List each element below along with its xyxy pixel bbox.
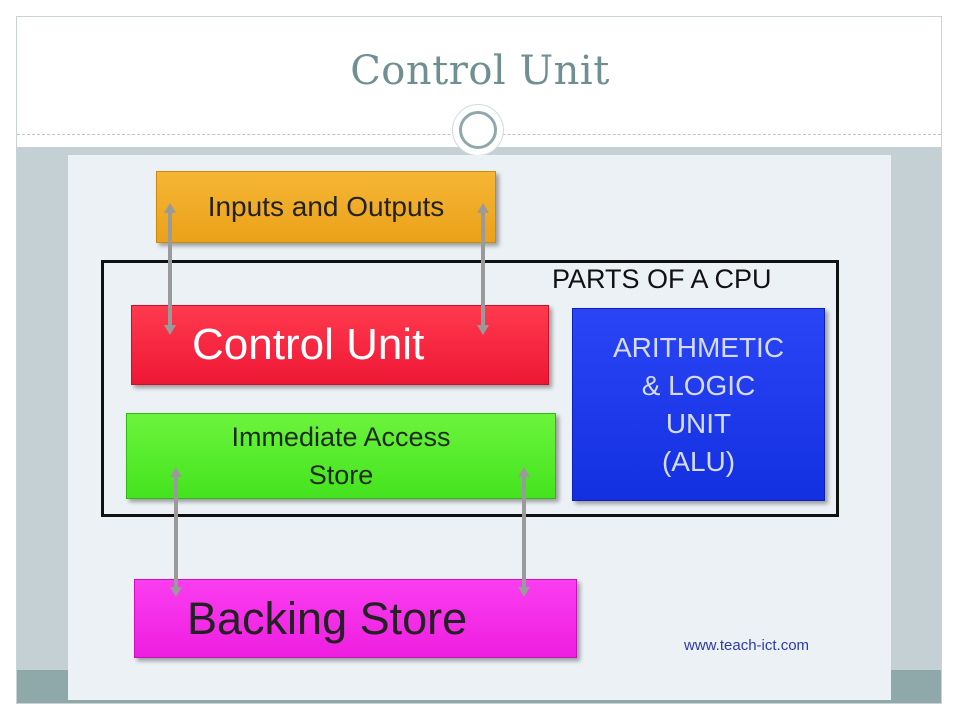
backing-store-block: Backing Store xyxy=(134,579,577,658)
alu-block: ARITHMETIC & LOGIC UNIT (ALU) xyxy=(572,308,825,501)
inputs-outputs-block: Inputs and Outputs xyxy=(156,171,496,243)
alu-label-line-1: ARITHMETIC xyxy=(612,331,785,363)
control-unit-block: Control Unit xyxy=(131,305,549,385)
source-credit: www.teach-ict.com xyxy=(684,637,810,654)
inputs-outputs-label: Inputs and Outputs xyxy=(207,191,445,222)
cpu-boundary xyxy=(101,260,839,517)
ias-label-line-2: Store xyxy=(308,460,374,490)
slide-title: Control Unit xyxy=(350,48,610,94)
backing-store-label: Backing Store xyxy=(187,592,468,644)
alu-label-line-4: (ALU) xyxy=(661,445,736,477)
alu-label-line-2: & LOGIC xyxy=(641,369,756,401)
ias-label-line-1: Immediate Access xyxy=(231,422,451,452)
control-unit-label: Control Unit xyxy=(192,320,425,369)
alu-label-line-3: UNIT xyxy=(665,407,732,439)
immediate-access-store-block: Immediate Access Store xyxy=(126,413,556,499)
cpu-label: PARTS OF A CPU xyxy=(552,264,772,294)
